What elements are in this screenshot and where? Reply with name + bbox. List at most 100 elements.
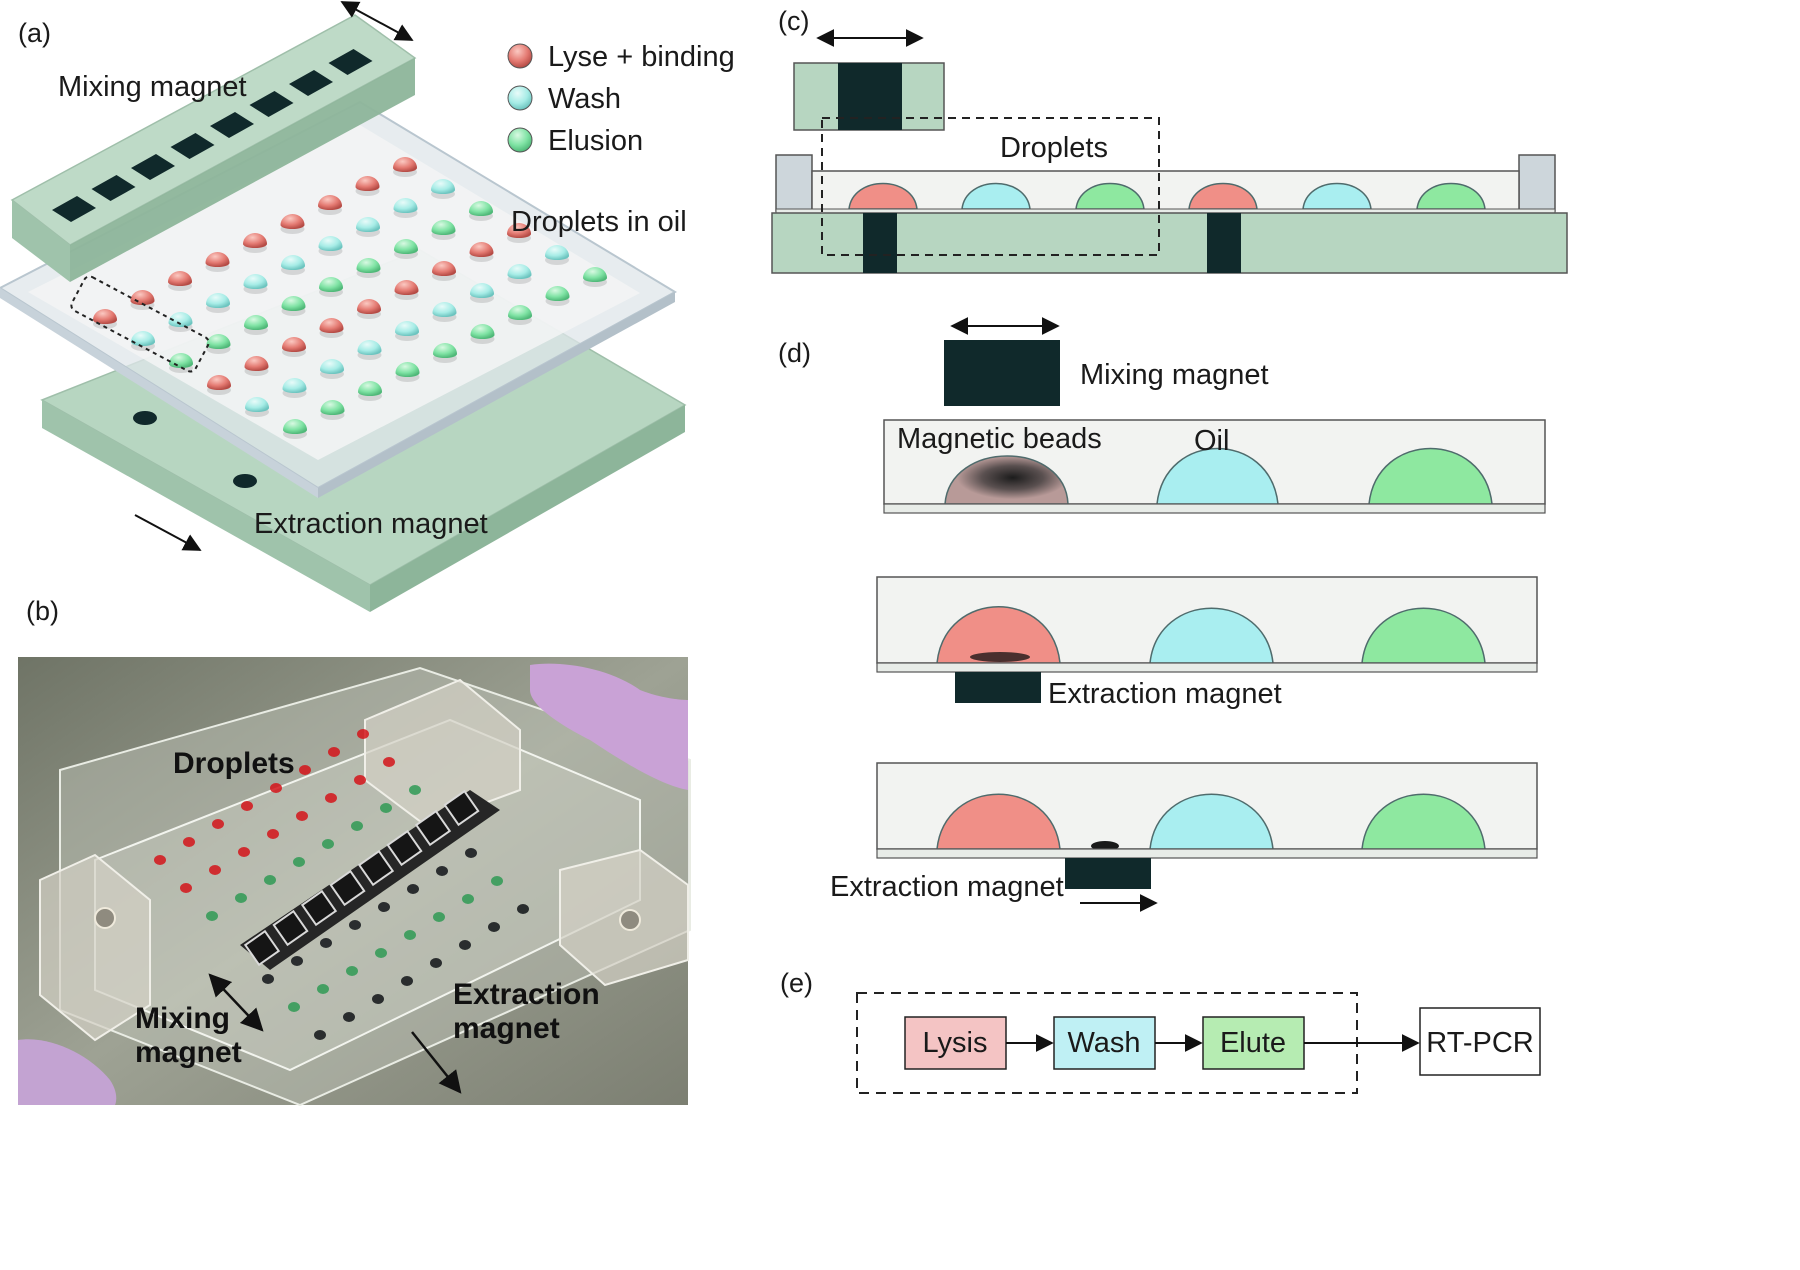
photo-droplet: [180, 883, 192, 893]
droplet-elusion: [394, 239, 418, 254]
photo-droplet: [372, 994, 384, 1004]
droplet-lyse: [432, 261, 456, 276]
photo-droplet: [383, 757, 395, 767]
droplet-elusion: [508, 305, 532, 320]
mixing-magnet-square: [131, 154, 175, 180]
photo-droplet: [288, 1002, 300, 1012]
photo-droplet: [270, 783, 282, 793]
droplet-row: [848, 182, 1486, 210]
legend-elusion: Elusion: [548, 125, 643, 157]
magnetic-beads-label: Magnetic beads: [897, 423, 1102, 455]
photo-magnet-cube: [357, 849, 395, 887]
extraction-magnet-label: Extraction magnet: [254, 508, 488, 540]
mixing-magnet-d: [944, 340, 1060, 406]
droplet-elute: [1361, 793, 1486, 850]
droplet-wash: [507, 264, 532, 279]
droplet-wash: [131, 331, 155, 346]
photo-droplet: [296, 811, 308, 821]
droplet-lyse: [93, 309, 117, 324]
droplet-lysis: [1188, 182, 1258, 210]
photo-droplet: [183, 837, 195, 847]
extraction-magnet-1: [863, 213, 897, 273]
photo-extraction-label-2: magnet: [453, 1012, 560, 1045]
legend: Lyse + binding Wash Elusion: [507, 41, 735, 157]
mixing-magnet-square: [289, 70, 333, 96]
photo-droplet: [212, 819, 224, 829]
photo-magnet-cube: [386, 829, 423, 867]
droplet-wash: [318, 236, 343, 251]
chamber-wall-right: [1518, 154, 1556, 212]
step-rtpcr: RT-PCR: [1426, 1027, 1533, 1059]
droplet-wash: [961, 182, 1031, 210]
step-elute-box: [1202, 1016, 1305, 1070]
device-photo: [18, 657, 691, 1107]
droplet-elusion: [358, 381, 382, 396]
droplet-wash: [281, 255, 305, 270]
droplet-elusion: [320, 400, 345, 415]
droplet-wash: [1149, 607, 1274, 664]
photo-droplet: [465, 848, 477, 858]
extraction-magnet-d2: [1065, 858, 1151, 889]
mixing-magnet-label: Mixing magnet: [58, 71, 247, 103]
extraction-magnet-d1: [955, 672, 1041, 703]
mixing-magnet-slab: [10, 14, 417, 282]
photo-droplet: [491, 876, 503, 886]
magnet-dot: [233, 474, 257, 488]
photo-droplets-label: Droplets: [173, 747, 295, 780]
photo-droplet: [357, 729, 369, 739]
droplet-plate: [0, 100, 678, 498]
photo-droplet: [235, 893, 247, 903]
droplet-elusion: [583, 267, 607, 282]
droplet-lyse: [318, 195, 342, 210]
d-state-collect: Extraction magnet: [876, 576, 1538, 710]
droplet-elusion: [356, 258, 381, 273]
magnet-dot: [133, 411, 157, 425]
step-rtpcr-box: [1419, 1007, 1541, 1076]
legend-swatch-wash: [507, 85, 533, 111]
photo-magnet-cube: [272, 909, 309, 947]
droplet-elusion: [395, 362, 420, 377]
photo-droplet: [375, 948, 387, 958]
droplet-wash: [395, 321, 419, 336]
droplet-grid: [93, 157, 607, 439]
droplet-elusion: [281, 296, 306, 311]
legend-swatch-lyse: [507, 43, 533, 69]
panel-c-label: (c): [778, 6, 809, 36]
droplet-elusion: [319, 277, 343, 292]
photo-droplet: [488, 922, 500, 932]
d-state-mixing: Magnetic beads Oil: [883, 419, 1546, 514]
chamber-wall-left: [775, 154, 813, 212]
panel-d: (d) Mixing magnet Magnetic beads Oil Ext…: [778, 317, 1546, 912]
droplet-wash: [470, 283, 494, 298]
droplet-wash: [282, 378, 307, 393]
photo-droplet: [462, 894, 474, 904]
photo-droplet: [320, 938, 332, 948]
photo-droplet: [206, 911, 218, 921]
droplet-lyse: [319, 318, 344, 333]
droplet-lysis: [848, 182, 918, 210]
droplet-elusion: [470, 324, 495, 339]
photo-droplet: [325, 793, 337, 803]
panel-b: (b) Droplets Mixing magnet Extraction: [18, 596, 691, 1107]
photo-droplet: [262, 974, 274, 984]
droplet-wash: [357, 340, 382, 355]
photo-droplet: [343, 1012, 355, 1022]
droplet-wash: [243, 274, 268, 289]
photo-droplet: [346, 966, 358, 976]
extraction-magnet-arrow: [134, 514, 202, 551]
photo-droplet: [328, 747, 340, 757]
photo-magnet-cube: [243, 929, 281, 967]
zoom-dashed-box: [821, 117, 1160, 256]
panel-b-label: (b): [26, 596, 59, 626]
extraction-slab: [771, 212, 1568, 274]
photo-droplet: [380, 803, 392, 813]
panel-d-label: (d): [778, 338, 811, 368]
step-elute: Elute: [1220, 1027, 1286, 1059]
mixing-magnet-core: [838, 63, 902, 130]
oil-label: Oil: [1194, 425, 1229, 457]
step-lysis-box: [904, 1016, 1007, 1070]
droplet-wash: [1149, 793, 1274, 850]
droplet-lyse: [355, 176, 380, 191]
panel-c-droplets-label: Droplets: [1000, 132, 1108, 164]
